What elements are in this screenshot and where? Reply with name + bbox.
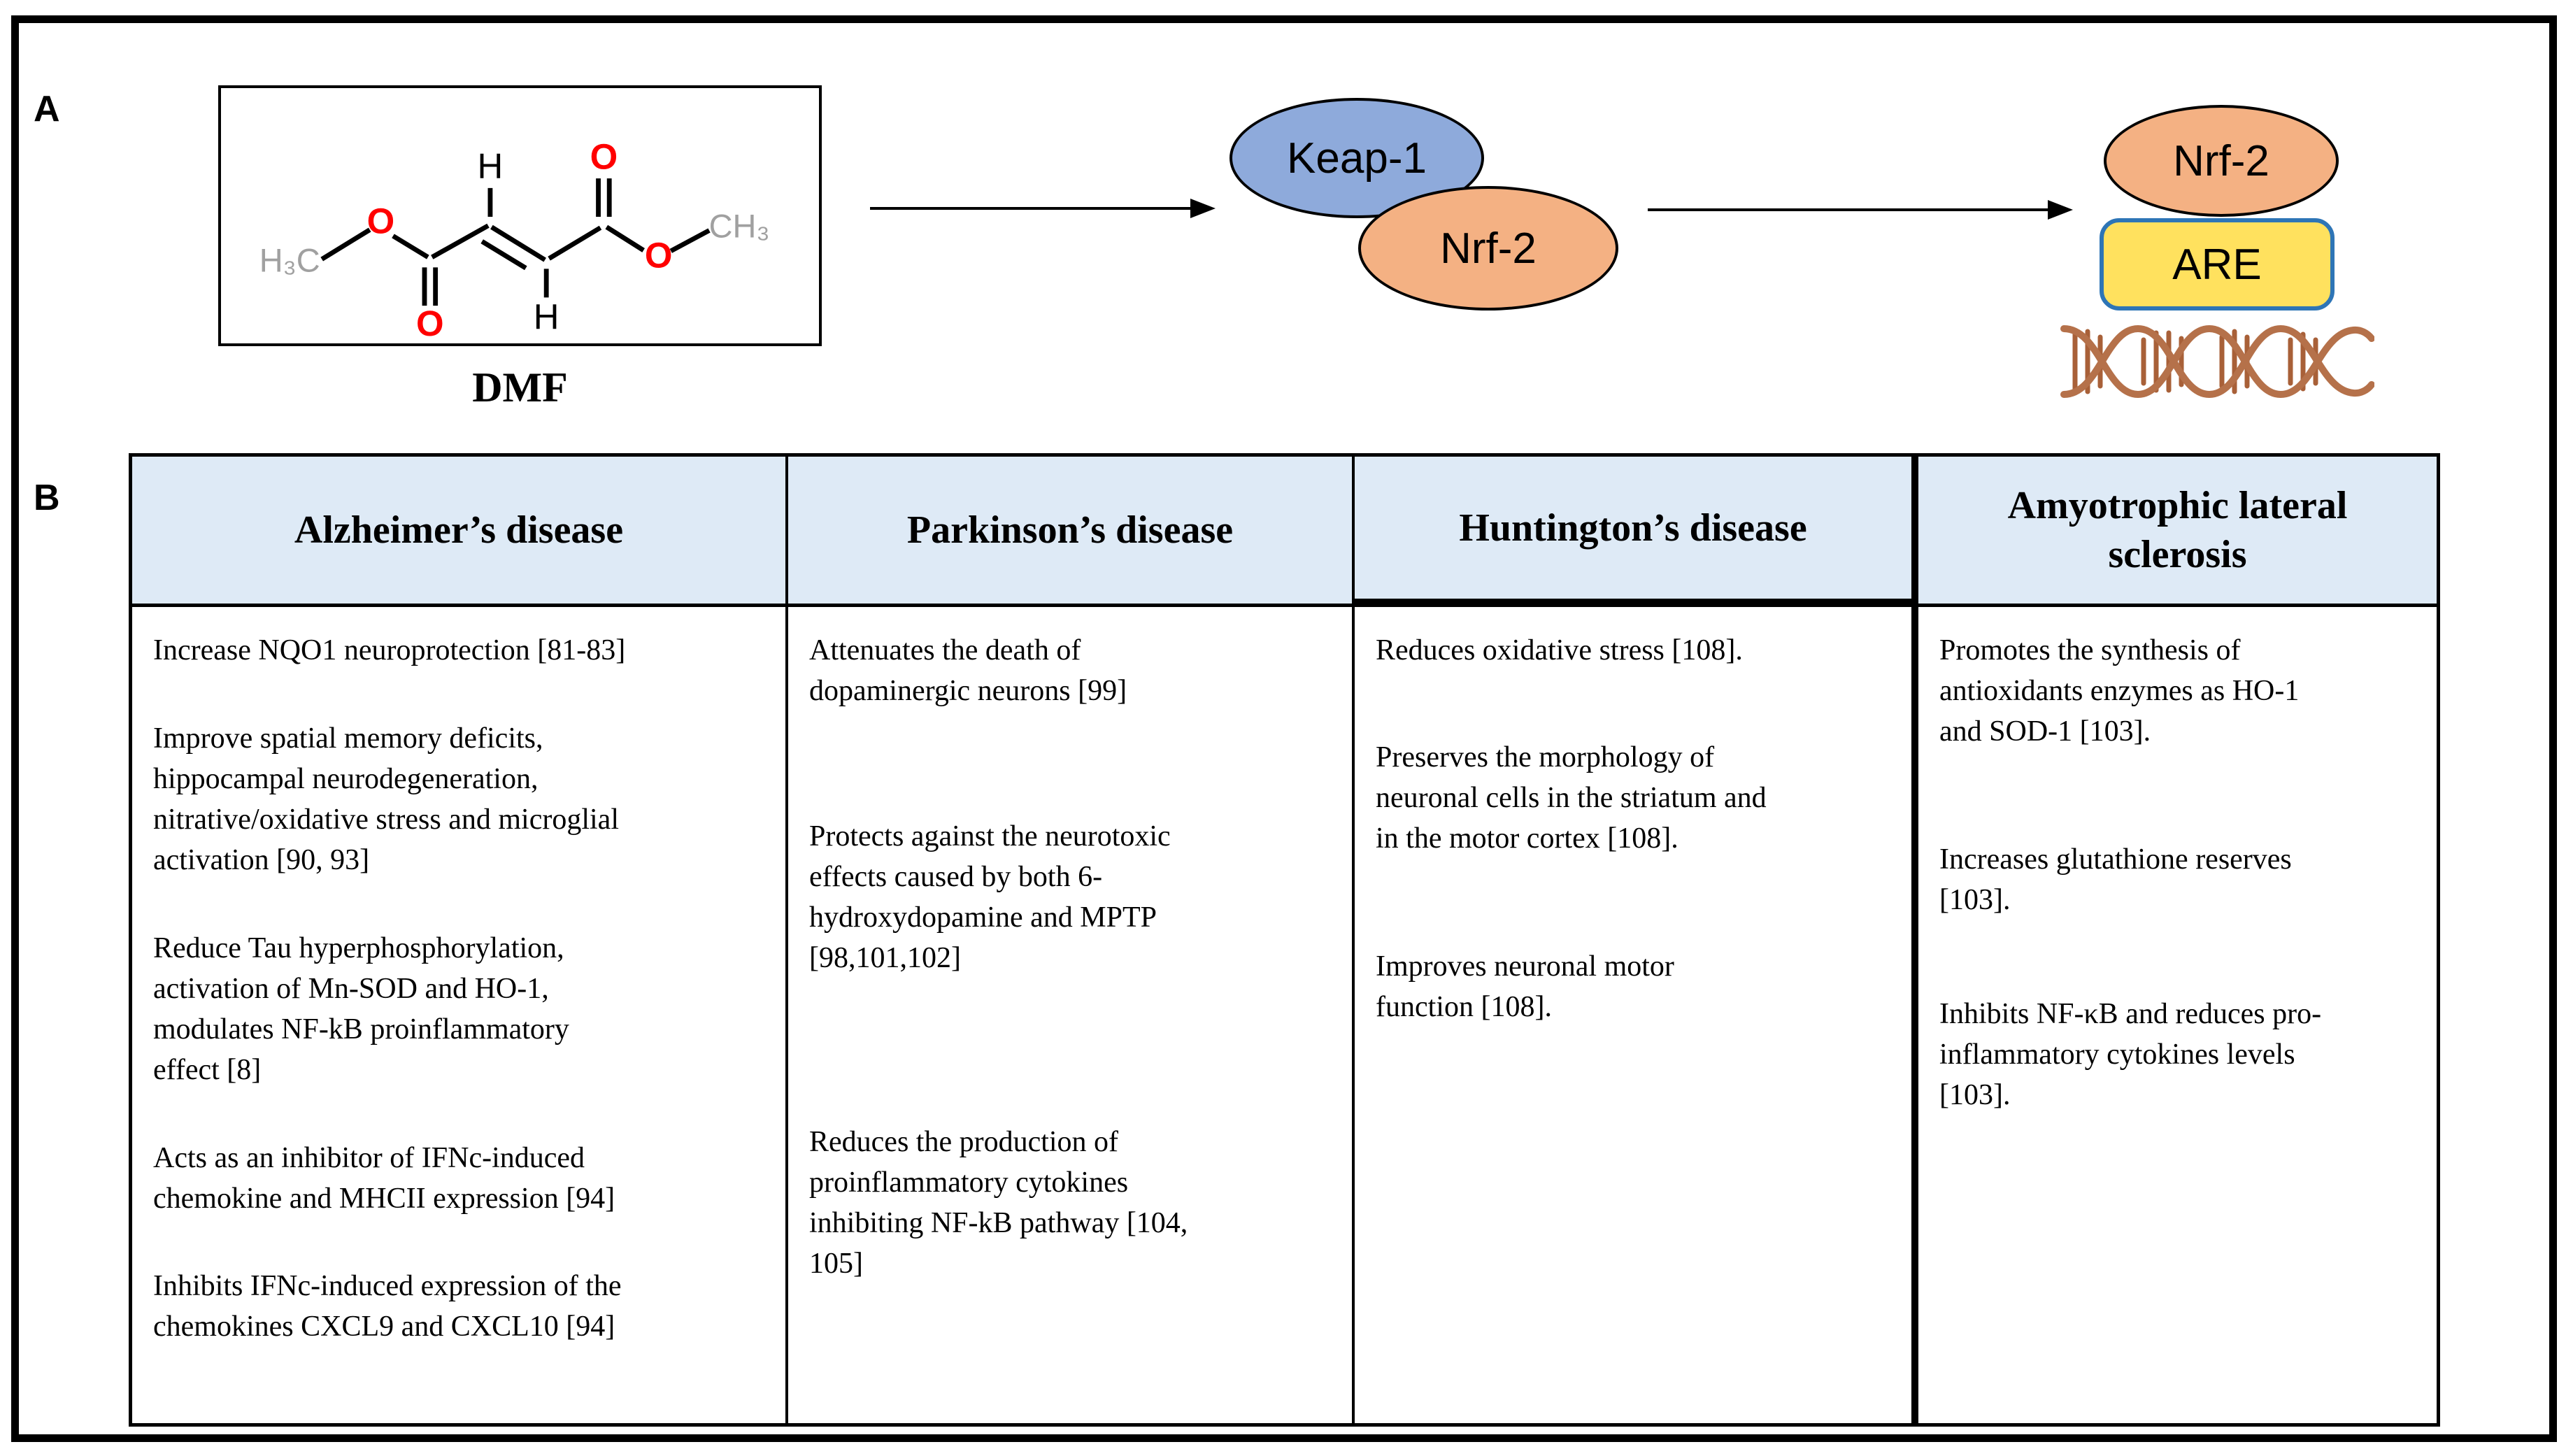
- nrf2-bound-label: Nrf-2: [1440, 224, 1537, 273]
- als-item: Inhibits NF-κB and reduces pro- inflamma…: [1939, 997, 2322, 1111]
- arrow-icon: [870, 199, 1216, 218]
- parkinsons-item: Attenuates the death of dopaminergic neu…: [809, 634, 1127, 707]
- alzheimers-item: Acts as an inhibitor of IFNc-induced che…: [153, 1141, 615, 1215]
- header-als: Amyotrophic lateral sclerosis: [1911, 457, 2437, 607]
- alzheimers-item: Inhibits IFNc-induced expression of the …: [153, 1270, 622, 1343]
- atom-o-ester-left: O: [367, 201, 395, 241]
- are-box: ARE: [2100, 218, 2335, 311]
- cell-huntingtons: Reduces oxidative stress [108]. Preserve…: [1352, 607, 1911, 1423]
- panel-b-label: B: [34, 478, 60, 518]
- atom-h-top: H: [478, 146, 504, 186]
- header-huntingtons: Huntington’s disease: [1352, 457, 1911, 607]
- cell-parkinsons: Attenuates the death of dopaminergic neu…: [785, 607, 1352, 1423]
- nrf2-free-ellipse: Nrf-2: [2104, 105, 2339, 217]
- huntingtons-item: Improves neuronal motor function [108].: [1376, 950, 1674, 1023]
- dmf-structure-icon: H₃C O O H H O O CH₃: [259, 136, 770, 343]
- dmf-structure-box: H₃C O O H H O O CH₃: [218, 85, 822, 346]
- panel-a-label: A: [34, 89, 60, 129]
- keap1-label: Keap-1: [1287, 134, 1427, 183]
- dna-helix-icon: [2060, 324, 2374, 399]
- dmf-name-label: DMF: [472, 364, 568, 411]
- are-label: ARE: [2172, 240, 2262, 289]
- cell-als: Promotes the synthesis of antioxidants e…: [1911, 607, 2437, 1423]
- header-alzheimers: Alzheimer’s disease: [132, 457, 785, 607]
- huntingtons-item: Reduces oxidative stress [108].: [1376, 634, 1743, 666]
- parkinsons-item: Protects against the neurotoxic effects …: [809, 820, 1171, 974]
- nrf2-bound-ellipse: Nrf-2: [1358, 186, 1618, 311]
- cell-alzheimers: Increase NQO1 neuroprotection [81-83] Im…: [132, 607, 785, 1423]
- als-item: Increases glutathione reserves [103].: [1939, 843, 2292, 916]
- atom-h3c-left: H₃C: [259, 241, 320, 278]
- atom-ch3-right: CH₃: [709, 207, 770, 244]
- alzheimers-item: Reduce Tau hyperphosphorylation, activat…: [153, 932, 569, 1086]
- alzheimers-item: Improve spatial memory deficits, hippoca…: [153, 722, 619, 876]
- atom-o-carbonyl-left: O: [416, 304, 444, 343]
- header-parkinsons: Parkinson’s disease: [785, 457, 1352, 607]
- figure-border: [11, 15, 2557, 1442]
- parkinsons-item: Reduces the production of proinflammator…: [809, 1125, 1188, 1280]
- atom-o-ester-right: O: [645, 235, 673, 275]
- nrf2-free-label: Nrf-2: [2173, 136, 2269, 185]
- atom-o-carbonyl-right: O: [590, 136, 618, 176]
- als-item: Promotes the synthesis of antioxidants e…: [1939, 634, 2300, 748]
- arrow-icon: [1648, 200, 2073, 220]
- atom-h-bottom: H: [534, 297, 559, 336]
- huntingtons-item: Preserves the morphology of neuronal cel…: [1376, 741, 1767, 855]
- disease-table: Alzheimer’s disease Parkinson’s disease …: [129, 453, 2440, 1427]
- alzheimers-item: Increase NQO1 neuroprotection [81-83]: [153, 634, 626, 666]
